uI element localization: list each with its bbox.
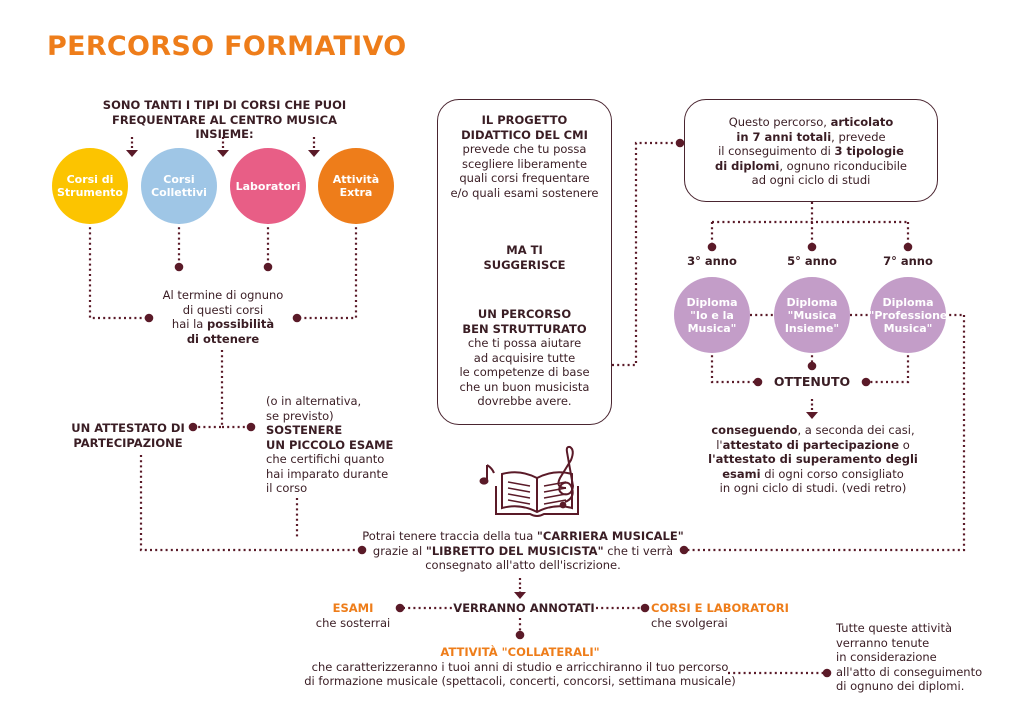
dot-connector-icon — [753, 377, 763, 387]
diploma-year: 5° anno — [787, 254, 837, 268]
page-title: PERCORSO FORMATIVO — [47, 31, 407, 62]
dot-connector-icon — [515, 630, 525, 640]
dot-connector-icon — [263, 262, 273, 272]
music-note-icon — [479, 464, 495, 485]
connector-to-attestato — [196, 350, 224, 429]
esami-block: ESAMI che sosterrai — [315, 601, 391, 630]
connector-strumento — [88, 222, 146, 320]
connector-progetto-percorso — [612, 141, 678, 367]
dot-connector-icon — [357, 545, 367, 555]
dot-connector-icon — [174, 262, 184, 272]
down-arrow-icon — [217, 137, 229, 157]
dot-connector-icon — [246, 422, 256, 432]
dot-connector-icon — [807, 242, 817, 252]
dot-connector-icon — [144, 313, 154, 323]
progetto-percorso: UN PERCORSO BEN STRUTTURATO che ti possa… — [459, 307, 590, 408]
dot-connector-icon — [292, 313, 302, 323]
end-courses-text: Al termine di ognuno di questi corsi hai… — [162, 288, 284, 346]
annotati-label: VERRANNO ANNOTATI — [453, 601, 595, 615]
progetto-suggerisce: MA TI SUGGERISCE — [483, 243, 566, 272]
dot-connector-icon — [675, 138, 685, 148]
connector-diploma-carriera — [688, 315, 966, 552]
carriera-text: Potrai tenere traccia della tua "CARRIER… — [362, 529, 684, 572]
dot-connector-icon — [707, 242, 717, 252]
dot-connector-icon — [903, 242, 913, 252]
dot-connector-icon — [640, 603, 650, 613]
down-arrow-icon — [308, 137, 320, 157]
percorso-text: Questo percorso, articolato in 7 anni to… — [714, 115, 907, 187]
diploma-year: 3° anno — [687, 254, 737, 268]
open-book-icon — [495, 471, 579, 517]
connector-d1-ottenuto — [710, 350, 756, 384]
course-laboratori: Laboratori — [230, 148, 306, 224]
dot-connector-icon — [807, 361, 817, 371]
connector-extra — [300, 222, 358, 320]
progetto-text: IL PROGETTO DIDATTICO DEL CMI prevede ch… — [450, 113, 599, 200]
dot-connector-icon — [395, 603, 405, 613]
ottenuto-label: OTTENUTO — [773, 374, 851, 389]
tutte-text: Tutte queste attività verranno tenute in… — [836, 621, 983, 693]
diploma-year: 7° anno — [883, 254, 933, 268]
dot-connector-icon — [679, 545, 689, 555]
conseguendo-text: conseguendo, a seconda dei casi, l'attes… — [708, 423, 918, 495]
connector-attestato-carriera — [139, 455, 358, 552]
dot-connector-icon — [188, 422, 198, 432]
intro-heading: SONO TANTI I TIPI DI CORSI CHE PUOI FREQ… — [102, 98, 347, 141]
corsi-laboratori-block: CORSI E LABORATORI che svolgerai — [651, 601, 789, 630]
down-arrow-icon — [806, 399, 818, 419]
dot-connector-icon — [861, 377, 871, 387]
down-arrow-icon — [126, 137, 138, 157]
connector-d3-ottenuto — [868, 350, 910, 384]
treble-clef-icon — [557, 445, 575, 509]
esame-text: (o in alternativa, se previsto) SOSTENER… — [266, 394, 394, 495]
progetto-box — [437, 99, 612, 425]
percorso-box — [684, 99, 938, 202]
attestato-label: UN ATTESTATO DI PARTECIPAZIONE — [71, 421, 185, 450]
down-arrow-icon — [514, 578, 526, 599]
collaterali-text: ATTIVITÀ "COLLATERALI" che caratterizzer… — [304, 645, 736, 688]
dot-connector-icon — [822, 668, 832, 678]
